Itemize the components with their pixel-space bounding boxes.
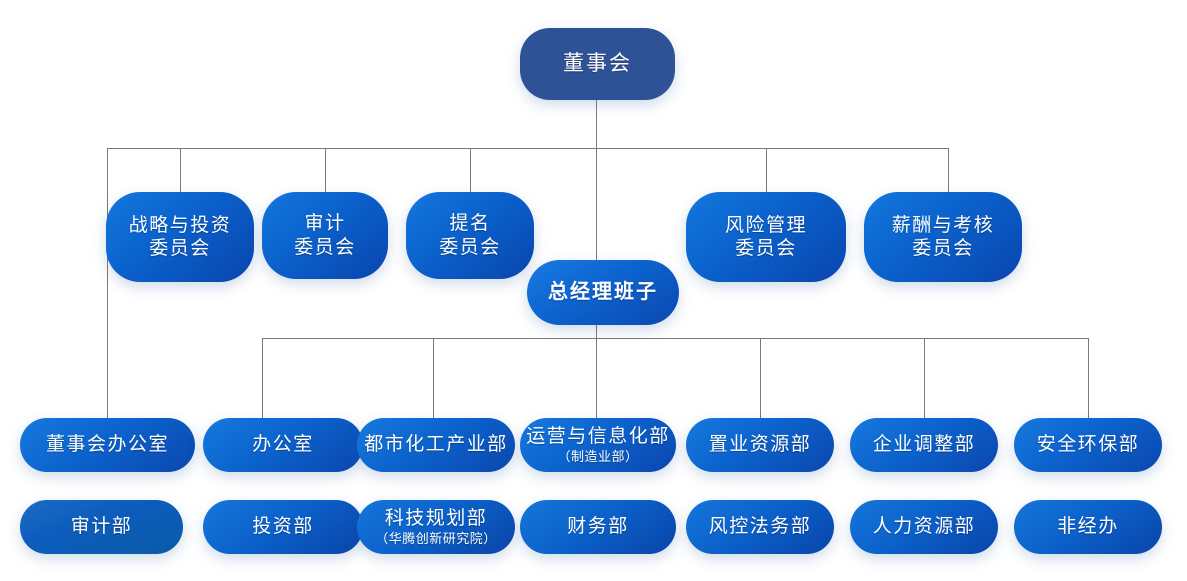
connector-drop-dept-2 (262, 338, 263, 418)
connector-drop-committee-4 (766, 148, 767, 192)
node-strategy-investment-committee[interactable]: 战略与投资 委员会 (106, 192, 254, 282)
node-compensation-appraisal-committee[interactable]: 薪酬与考核 委员会 (864, 192, 1022, 282)
connector-drop-committee-2 (325, 148, 326, 192)
node-human-resources-dept[interactable]: 人力资源部 (850, 500, 998, 554)
connector-board-stem (596, 100, 597, 149)
node-label-line1: 提名 (449, 213, 491, 235)
node-label: 董事会 (563, 51, 632, 76)
node-label-line2: 委员会 (294, 236, 356, 258)
node-property-resources-dept[interactable]: 置业资源部 (686, 418, 834, 472)
node-label-line1: 战略与投资 (128, 214, 232, 236)
connector-drop-dept-6 (924, 338, 925, 418)
node-label: 安全环保部 (1036, 434, 1140, 456)
node-label: 审计部 (70, 516, 133, 538)
node-operations-informatization-dept[interactable]: 运营与信息化部 （制造业部） (520, 418, 676, 472)
connector-drop-dept-7 (1088, 338, 1089, 418)
node-risk-management-committee[interactable]: 风险管理 委员会 (686, 192, 846, 282)
node-label: 董事会办公室 (45, 434, 169, 456)
node-label: 置业资源部 (708, 434, 812, 456)
node-office[interactable]: 办公室 (203, 418, 363, 472)
node-nomination-committee[interactable]: 提名 委员会 (406, 192, 534, 279)
node-risk-legal-dept[interactable]: 风控法务部 (686, 500, 834, 554)
node-label: 都市化工产业部 (364, 434, 508, 456)
node-label-line1: 审计 (304, 213, 346, 235)
node-board-office[interactable]: 董事会办公室 (20, 418, 195, 472)
connector-drop-committee-3 (470, 148, 471, 192)
connector-drop-committee-1 (180, 148, 181, 192)
node-investment-dept[interactable]: 投资部 (203, 500, 363, 554)
node-label-line2: 委员会 (149, 238, 211, 259)
node-label: 总经理班子 (548, 281, 658, 304)
node-urban-chemical-industry-dept[interactable]: 都市化工产业部 (357, 418, 515, 472)
connector-drop-dept-5 (760, 338, 761, 418)
node-enterprise-restructuring-dept[interactable]: 企业调整部 (850, 418, 998, 472)
node-label: 投资部 (252, 516, 314, 538)
node-label-line1: 薪酬与考核 (891, 214, 995, 236)
node-non-operating-office[interactable]: 非经办 (1014, 500, 1162, 554)
node-audit-committee[interactable]: 审计 委员会 (262, 192, 388, 279)
connector-drop-board-office (107, 148, 108, 418)
node-board-of-directors[interactable]: 董事会 (520, 28, 675, 100)
node-label: 人力资源部 (872, 516, 976, 538)
node-label: 财务部 (567, 516, 629, 538)
connector-committee-bus (107, 148, 949, 149)
node-tech-planning-dept[interactable]: 科技规划部 （华腾创新研究院） (357, 500, 515, 554)
node-label-line1: 风险管理 (724, 214, 807, 236)
node-general-manager-team[interactable]: 总经理班子 (527, 260, 679, 325)
node-audit-dept[interactable]: 审计部 (20, 500, 183, 554)
connector-drop-committee-5 (948, 148, 949, 192)
node-label: 企业调整部 (872, 434, 976, 456)
connector-drop-gm (596, 148, 597, 260)
node-label-line2: 委员会 (912, 238, 974, 259)
node-label: 运营与信息化部 (526, 426, 670, 448)
node-label: 办公室 (252, 434, 314, 456)
node-safety-environment-dept[interactable]: 安全环保部 (1014, 418, 1162, 472)
node-label-line2: 委员会 (439, 236, 501, 258)
connector-dept-bus (262, 338, 1089, 339)
node-label: 风控法务部 (708, 516, 812, 538)
node-label: 非经办 (1057, 516, 1119, 538)
connector-drop-dept-3 (433, 338, 434, 418)
node-sublabel: （制造业部） (557, 448, 639, 464)
node-label-line2: 委员会 (735, 238, 797, 259)
node-label: 科技规划部 (384, 508, 488, 530)
node-sublabel: （华腾创新研究院） (375, 530, 497, 546)
connector-gm-stem (596, 325, 597, 339)
node-finance-dept[interactable]: 财务部 (520, 500, 676, 554)
connector-drop-dept-4 (596, 338, 597, 418)
